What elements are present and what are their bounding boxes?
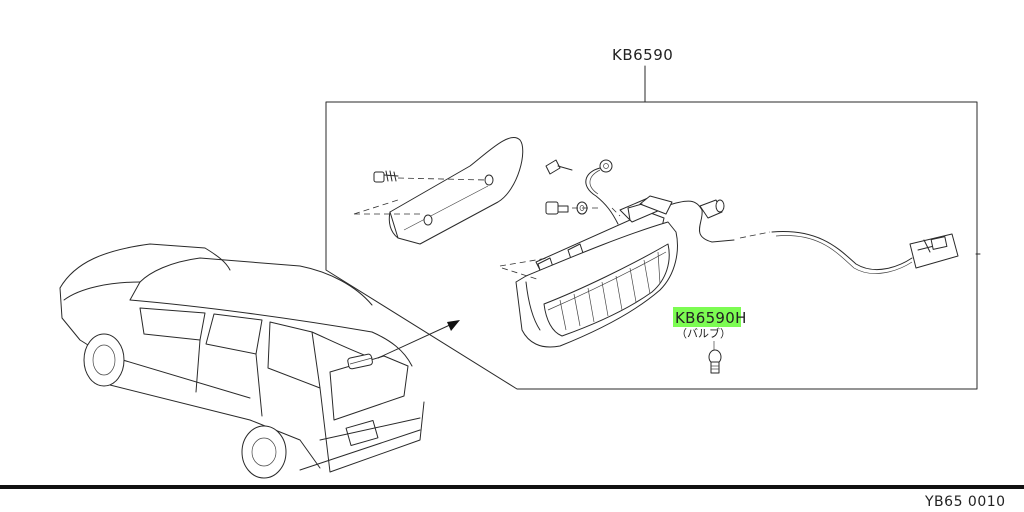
assembly-part-label[interactable]: KB6590 [612,46,673,64]
exploded-view-frame [325,101,978,390]
drawing-code: YB65 0010 [924,494,1006,510]
location-arrow [377,320,460,359]
mounting-bolt-lower-icon[interactable] [545,201,569,215]
bulb-note: （バルブ） [676,326,731,340]
cover-alignment-lines [353,177,487,215]
mounting-bolt-upper-icon[interactable] [545,159,573,175]
high-mount-stop-lamp[interactable] [515,195,678,348]
bulb-part-highlight [673,307,741,327]
grommet-ring-icon[interactable] [599,159,613,173]
harness-connector[interactable] [909,233,959,269]
cover-screw-icon[interactable] [373,170,399,183]
wire-harness [665,200,735,243]
car-illustration [59,243,425,479]
bottom-rule [0,485,1024,489]
bulb-part-label[interactable]: KB6590H [675,309,747,327]
bulb-icon[interactable] [708,349,722,374]
lamp-alignment-lines [499,207,621,281]
wire-connector-socket[interactable] [699,199,725,219]
lamp-wire-upper [585,167,619,225]
lamp-cover[interactable] [388,137,524,245]
